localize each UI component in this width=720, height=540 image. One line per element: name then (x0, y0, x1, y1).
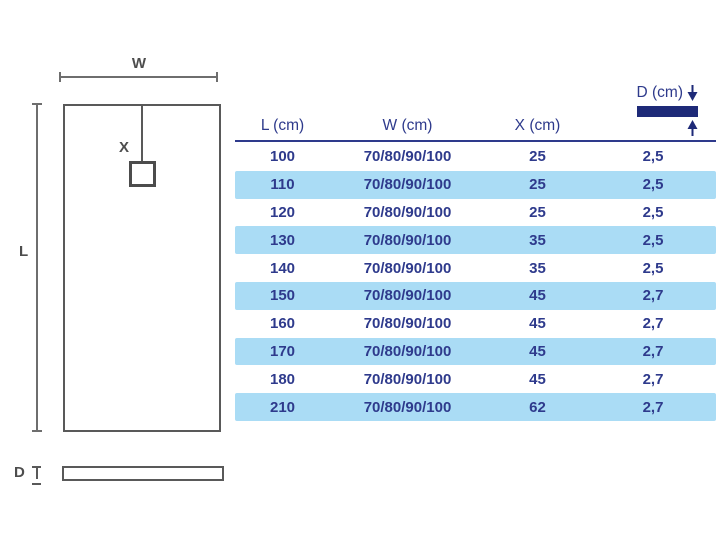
cell-length: 100 (269, 148, 296, 166)
table-row: 150 70/80/90/100 45 2,7 (235, 281, 716, 310)
cell-depth: 2,5 (642, 203, 664, 221)
cell-depth: 2,5 (642, 259, 664, 277)
cell-length: 170 (269, 342, 296, 360)
cell-depth: 2,7 (642, 315, 664, 333)
header-length: L (cm) (260, 117, 305, 134)
cell-depth: 2,7 (642, 287, 664, 305)
width-dimension-label: W (131, 55, 147, 72)
cell-depth: 2,7 (642, 370, 664, 388)
cell-length: 150 (269, 287, 296, 305)
table-row: 100 70/80/90/100 25 2,5 (235, 143, 716, 171)
cell-width: 70/80/90/100 (363, 231, 452, 249)
cell-width: 70/80/90/100 (363, 259, 452, 277)
cell-width: 70/80/90/100 (363, 315, 452, 333)
table-row: 180 70/80/90/100 45 2,7 (235, 365, 716, 393)
cell-x: 25 (529, 148, 546, 166)
cell-length: 140 (269, 259, 296, 277)
cell-length: 180 (269, 370, 296, 388)
cell-width: 70/80/90/100 (363, 176, 452, 194)
arrow-down-icon (687, 85, 698, 101)
table-row: 130 70/80/90/100 35 2,5 (235, 226, 716, 255)
dimensions-table: D (cm) L (cm) W (cm) X (cm) 100 (235, 0, 716, 430)
header-separator-line (235, 140, 716, 142)
cell-width: 70/80/90/100 (363, 398, 452, 416)
table-header-row: L (cm) W (cm) X (cm) (235, 108, 716, 138)
cell-length: 120 (269, 203, 296, 221)
depth-column-header-label: D (cm) (636, 84, 684, 101)
cell-x: 45 (529, 287, 546, 305)
table-row: 170 70/80/90/100 45 2,7 (235, 337, 716, 366)
header-x: X (cm) (514, 117, 561, 134)
drain-square (129, 161, 156, 187)
drain-center-line (141, 106, 143, 172)
cell-width: 70/80/90/100 (363, 370, 452, 388)
header-depth-spacer (590, 135, 716, 138)
depth-bar-icon (637, 106, 698, 117)
cell-width: 70/80/90/100 (363, 203, 452, 221)
cell-x: 62 (529, 398, 546, 416)
cell-depth: 2,7 (642, 342, 664, 360)
cell-depth: 2,5 (642, 176, 664, 194)
cell-width: 70/80/90/100 (363, 342, 452, 360)
cell-length: 160 (269, 315, 296, 333)
cell-x: 35 (529, 231, 546, 249)
cell-x: 45 (529, 370, 546, 388)
cell-width: 70/80/90/100 (363, 148, 452, 166)
table-row: 140 70/80/90/100 35 2,5 (235, 254, 716, 282)
cell-width: 70/80/90/100 (363, 287, 452, 305)
cell-x: 45 (529, 342, 546, 360)
cell-x: 25 (529, 176, 546, 194)
table-row: 110 70/80/90/100 25 2,5 (235, 170, 716, 199)
length-dimension-label: L (19, 243, 29, 260)
cell-length: 210 (269, 398, 296, 416)
tray-side-view (62, 466, 224, 481)
cell-length: 110 (270, 176, 295, 194)
cell-depth: 2,7 (642, 398, 664, 416)
depth-dimension-label: D (14, 464, 25, 481)
width-dimension-line (59, 72, 218, 82)
cell-x: 35 (529, 259, 546, 277)
table-row: 120 70/80/90/100 25 2,5 (235, 199, 716, 227)
cell-length: 130 (269, 231, 296, 249)
drain-position-label: X (119, 139, 130, 156)
header-width: W (cm) (382, 117, 433, 134)
table-row: 210 70/80/90/100 62 2,7 (235, 393, 716, 421)
cell-x: 45 (529, 315, 546, 333)
cell-x: 25 (529, 203, 546, 221)
cell-depth: 2,5 (642, 231, 664, 249)
depth-column-header: D (cm) (628, 84, 698, 136)
depth-tick-icon (32, 466, 41, 485)
table-row: 160 70/80/90/100 45 2,7 (235, 310, 716, 338)
table-rows: 100 70/80/90/100 25 2,5 110 70/80/90/100… (235, 143, 716, 421)
length-dimension-line (32, 103, 42, 432)
cell-depth: 2,5 (642, 148, 664, 166)
arrow-up-icon (687, 120, 698, 136)
